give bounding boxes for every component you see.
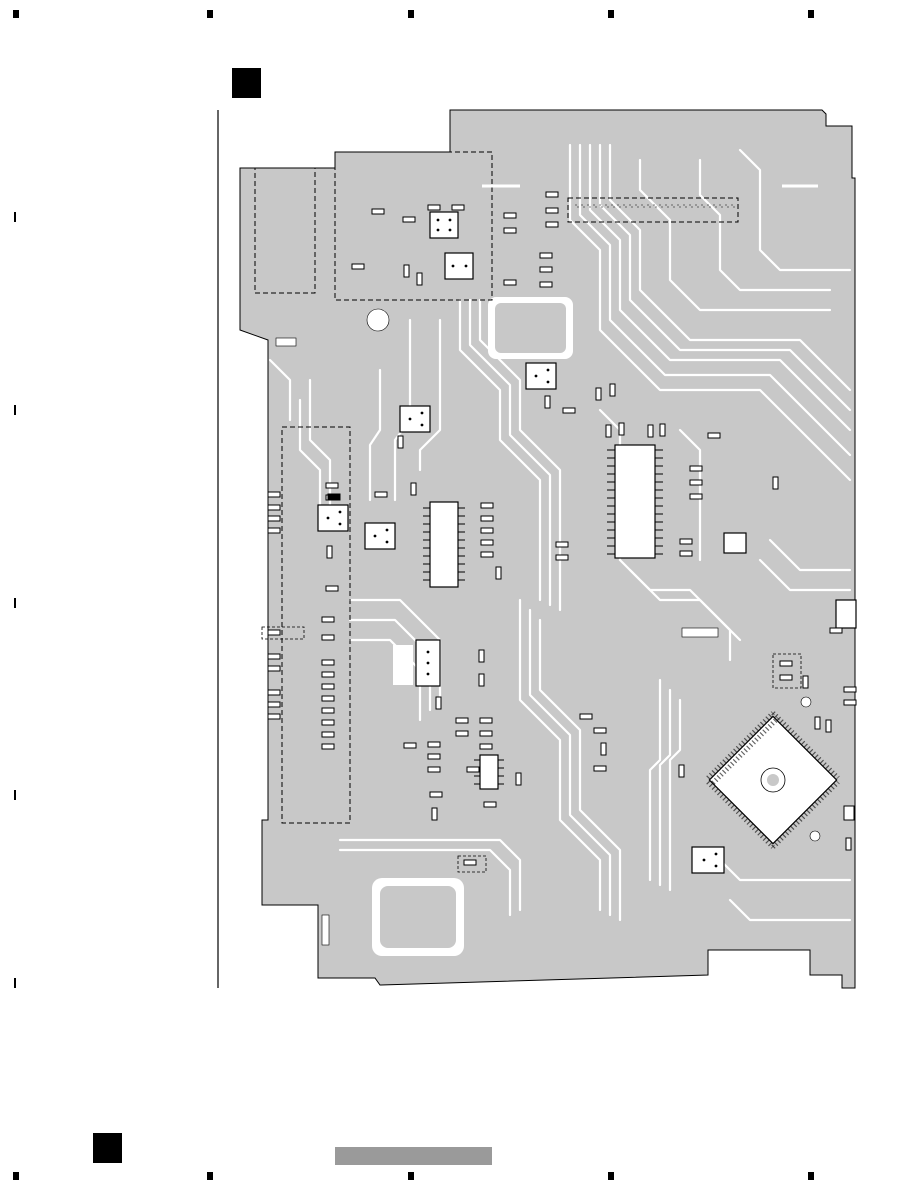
mounting-hole-1 bbox=[367, 309, 389, 331]
board-slot-3 bbox=[393, 645, 413, 685]
mounting-hole-2 bbox=[801, 697, 811, 707]
dip-ic-right bbox=[607, 445, 663, 558]
board-slot-4 bbox=[276, 338, 296, 346]
copper-pad-area-1-inner bbox=[495, 303, 566, 353]
board-slot-2 bbox=[322, 915, 329, 945]
board-slot-1 bbox=[682, 628, 718, 637]
mounting-hole-3 bbox=[810, 831, 820, 841]
copper-pad-area-2-inner bbox=[380, 886, 456, 948]
